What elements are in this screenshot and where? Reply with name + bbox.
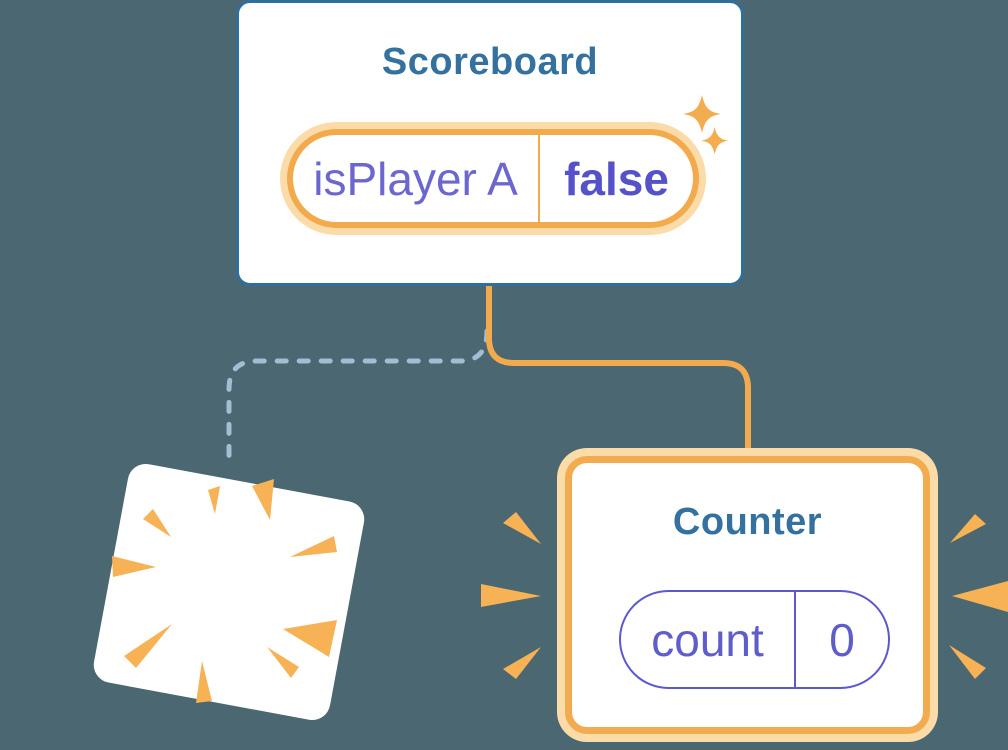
counter-title: Counter	[672, 501, 823, 543]
dashed-connector-line	[226, 328, 490, 465]
counter-state-pill: count 0	[619, 590, 890, 689]
destroyed-state-card	[90, 460, 368, 724]
active-connector-line	[486, 283, 751, 452]
scoreboard-card: Scoreboard isPlayer A false	[236, 0, 744, 286]
state-value-label: 0	[829, 613, 855, 666]
state-key-label: isPlayer A	[293, 135, 540, 222]
scoreboard-title: Scoreboard	[381, 41, 599, 83]
burst-wedge-icon-left	[481, 512, 541, 679]
burst-wedge-icon-right	[949, 514, 1008, 679]
state-value-label: false	[564, 152, 669, 205]
state-key-label: count	[621, 592, 796, 687]
scoreboard-state-pill: isPlayer A false	[287, 129, 699, 228]
counter-card: Counter count 0	[565, 456, 930, 734]
